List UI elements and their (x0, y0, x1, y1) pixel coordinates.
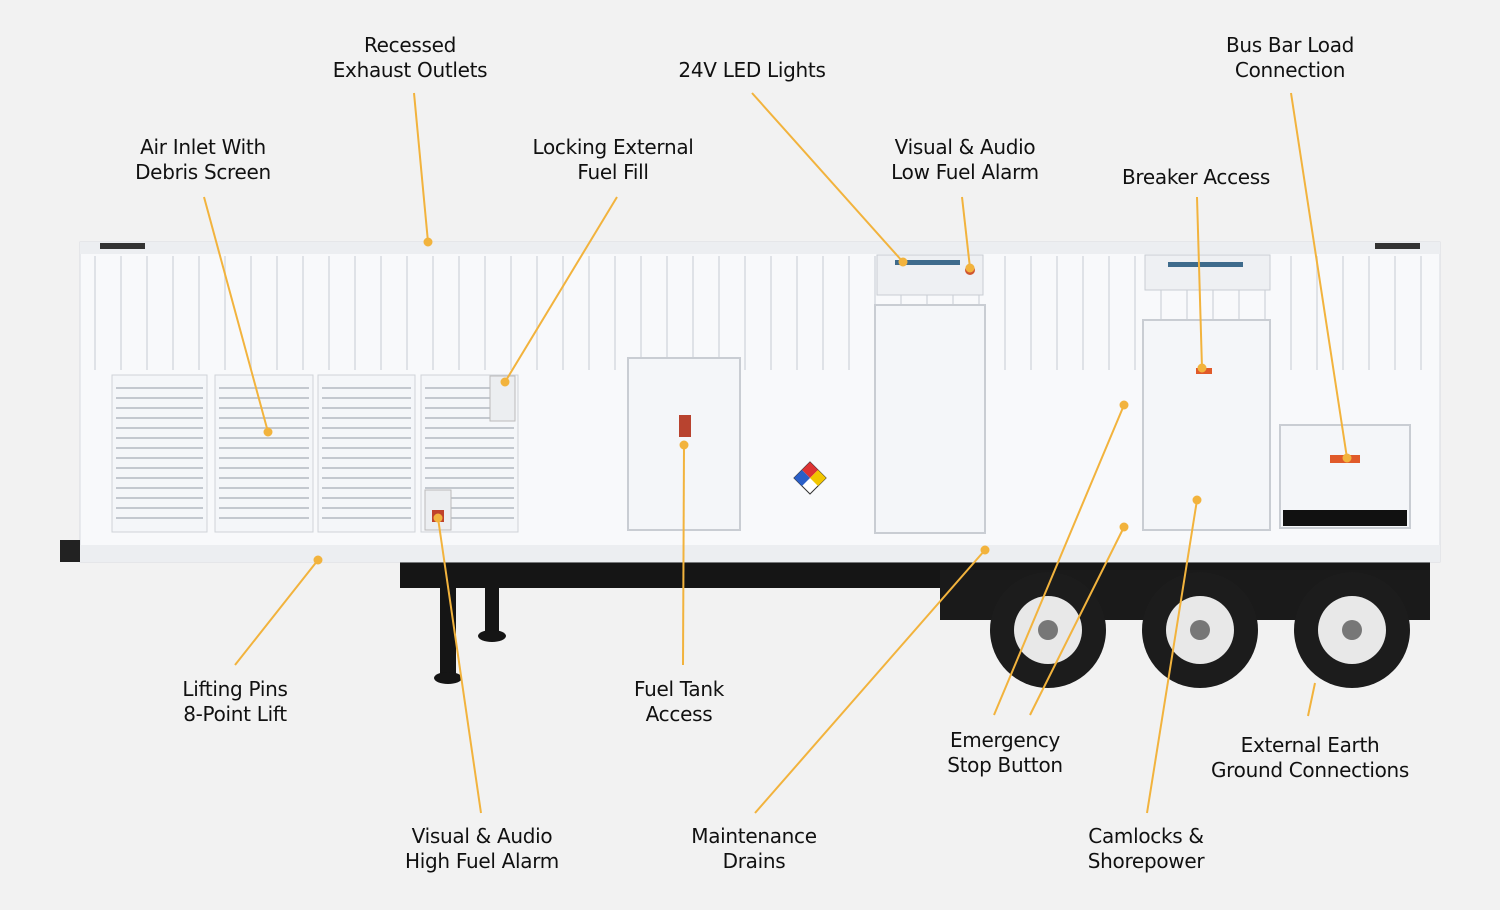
callout-text: Connection (1234, 58, 1346, 82)
callout-text: Ground Connections (1210, 758, 1410, 782)
callout-text: Drains (722, 849, 786, 873)
trailer-wheels (990, 572, 1410, 688)
callout-label-breaker: Breaker Access (1122, 165, 1270, 190)
callout-text: Visual & Audio (894, 135, 1036, 159)
callout-text: Lifting Pins (182, 677, 288, 701)
callout-label-camlocks: Camlocks &Shorepower (1088, 824, 1205, 874)
callout-text: Fuel Fill (577, 160, 649, 184)
callout-label-led: 24V LED Lights (678, 58, 825, 83)
callout-text: Locking External (532, 135, 694, 159)
callout-text: External Earth (1240, 733, 1380, 757)
callout-text: Access (645, 702, 713, 726)
callout-leader-lines (203, 92, 1352, 814)
container-body (60, 241, 1441, 563)
callout-text: Recessed (363, 33, 457, 57)
callout-text: Shorepower (1087, 849, 1205, 873)
callout-text: 8-Point Lift (183, 702, 287, 726)
callout-text: Stop Button (947, 753, 1063, 777)
callout-text: Maintenance (691, 824, 817, 848)
callout-text: High Fuel Alarm (405, 849, 559, 873)
callout-text: Breaker Access (1121, 165, 1271, 189)
callout-text: Debris Screen (135, 160, 271, 184)
callout-text: Exhaust Outlets (332, 58, 488, 82)
callout-text: 24V LED Lights (678, 58, 826, 82)
callout-text: Visual & Audio (411, 824, 553, 848)
callout-text: Camlocks & (1088, 824, 1204, 848)
callout-text: Low Fuel Alarm (891, 160, 1039, 184)
callout-text: Emergency (949, 728, 1061, 752)
callout-text: Fuel Tank (633, 677, 725, 701)
callout-text: Bus Bar Load (1225, 33, 1355, 57)
trailer-chassis (400, 558, 1430, 684)
callout-text: Air Inlet With (140, 135, 266, 159)
